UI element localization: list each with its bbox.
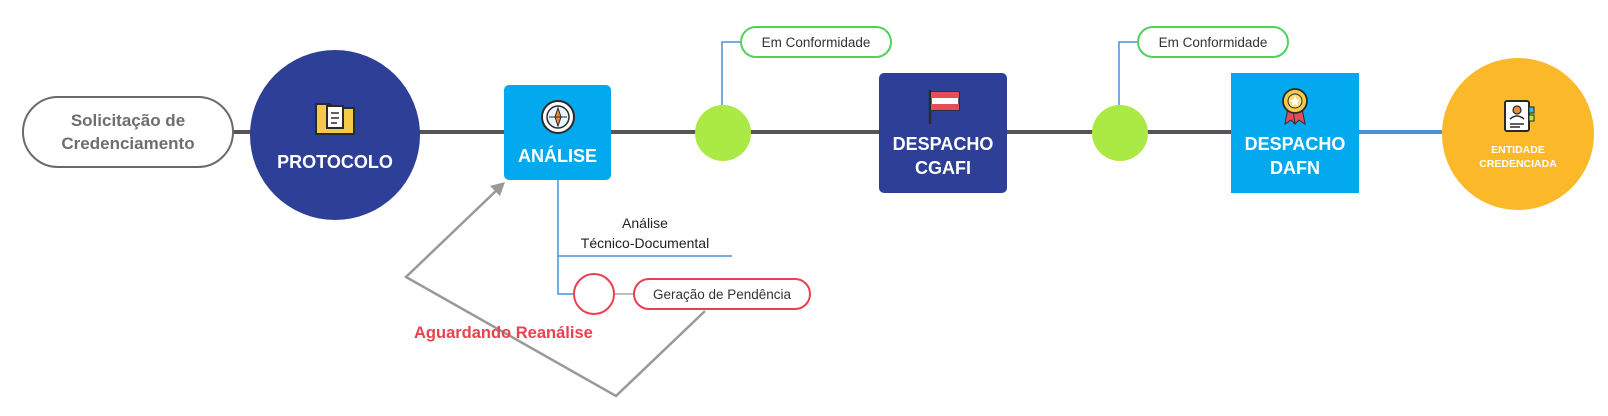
final-node: ENTIDADE CREDENCIADA [1442,58,1594,210]
document-folder-icon [315,102,355,135]
conformidade-2-connector [1118,41,1137,105]
pendencia-branch-connector [557,256,573,295]
pendencia-dot [573,273,615,315]
protocolo-node: PROTOCOLO [250,50,420,220]
cgafi-node: DESPACHO CGAFI [879,73,1007,193]
conformidade-1-label: Em Conformidade [761,34,871,50]
analise-node: ANÁLISE [504,85,611,180]
pendencia-tag: Geração de Pendência [633,278,811,310]
start-node: Solicitação de Credenciamento [22,96,234,168]
aguardando-label: Aguardando Reanálise [414,324,593,342]
cgafi-label: DESPACHO CGAFI [892,134,994,178]
protocolo-label: PROTOCOLO [277,151,393,172]
conformidade-1-dot [695,105,751,161]
dafn-node: DESPACHO DAFN [1231,73,1359,193]
conformidade-2-tag: Em Conformidade [1137,26,1289,58]
analise-tecnica-label: Análise Técnico-Documental [580,215,710,251]
start-node-label: Solicitação de Credenciamento [61,111,195,153]
id-card-icon [1504,100,1535,132]
analise-label: ANÁLISE [517,145,597,166]
return-arrow-head [490,182,505,196]
final-label: ENTIDADE CREDENCIADA [1479,144,1557,170]
award-medal-icon [1282,88,1308,126]
conformidade-2-dot [1092,105,1148,161]
flag-icon [928,90,960,124]
pendencia-label: Geração de Pendência [652,286,792,302]
conformidade-2-label: Em Conformidade [1158,34,1268,50]
conformidade-1-connector [721,41,740,105]
dafn-label: DESPACHO DAFN [1244,134,1346,178]
compass-icon [540,99,575,134]
conformidade-1-tag: Em Conformidade [740,26,892,58]
return-arrow [403,187,706,398]
